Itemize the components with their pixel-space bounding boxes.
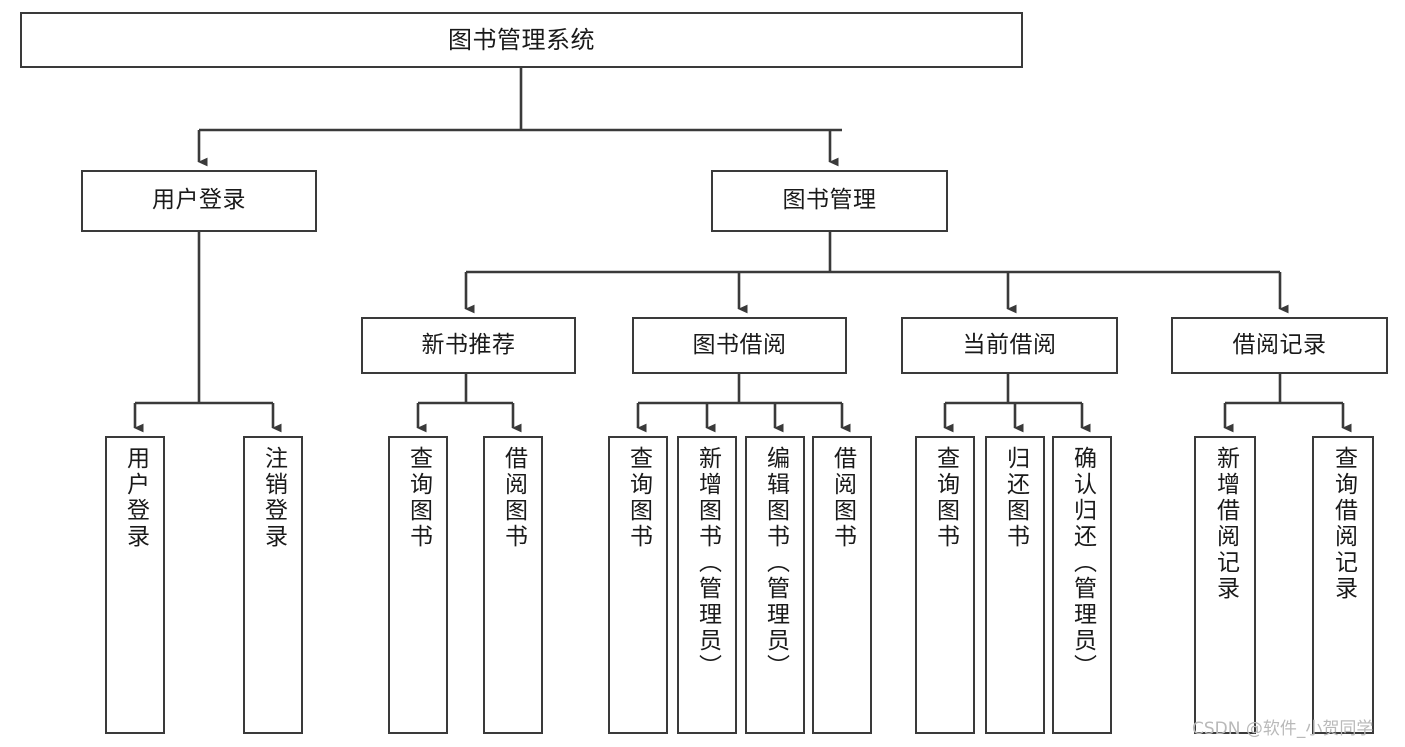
node-label: 新书推荐: [421, 331, 516, 358]
node-label: 查询图书: [625, 446, 652, 550]
node-root-system[interactable]: 图书管理系统: [20, 12, 1023, 68]
leaf-add-borrow-record[interactable]: 新增借阅记录: [1194, 436, 1256, 734]
node-label: 借阅图书: [829, 446, 856, 550]
node-label: 查询图书: [932, 446, 959, 550]
node-borrow-record[interactable]: 借阅记录: [1171, 317, 1388, 374]
node-current-borrow[interactable]: 当前借阅: [901, 317, 1118, 374]
node-new-book-recommend[interactable]: 新书推荐: [361, 317, 576, 374]
node-label: 查询借阅记录: [1330, 446, 1357, 602]
leaf-confirm-return-admin[interactable]: 确认归还（管理员）: [1052, 436, 1112, 734]
leaf-borrow-book-newbook[interactable]: 借阅图书: [483, 436, 543, 734]
node-book-management[interactable]: 图书管理: [711, 170, 948, 232]
leaf-query-book-current[interactable]: 查询图书: [915, 436, 975, 734]
leaf-user-login[interactable]: 用户登录: [105, 436, 165, 734]
node-user-login[interactable]: 用户登录: [81, 170, 317, 232]
node-label: 归还图书: [1002, 446, 1029, 550]
leaf-borrow-book[interactable]: 借阅图书: [812, 436, 872, 734]
node-label: 查询图书: [405, 446, 432, 550]
node-label: 图书管理系统: [448, 25, 595, 54]
node-label: 图书管理: [782, 187, 877, 214]
leaf-edit-book-admin[interactable]: 编辑图书（管理员）: [745, 436, 805, 734]
node-label: 确认归还（管理员）: [1069, 446, 1096, 680]
leaf-add-book-admin[interactable]: 新增图书（管理员）: [677, 436, 737, 734]
leaf-return-book[interactable]: 归还图书: [985, 436, 1045, 734]
node-label: 用户登录: [152, 187, 246, 214]
node-label: 注销登录: [260, 446, 287, 550]
leaf-query-borrow-record[interactable]: 查询借阅记录: [1312, 436, 1374, 734]
node-book-borrow[interactable]: 图书借阅: [632, 317, 847, 374]
leaf-query-book-newbook[interactable]: 查询图书: [388, 436, 448, 734]
node-label: 用户登录: [122, 446, 149, 550]
node-label: 借阅图书: [500, 446, 527, 550]
leaf-query-book-borrow[interactable]: 查询图书: [608, 436, 668, 734]
node-label: 编辑图书（管理员）: [762, 446, 789, 680]
node-label: 借阅记录: [1232, 331, 1327, 358]
node-label: 当前借阅: [962, 331, 1057, 358]
node-label: 新增借阅记录: [1212, 446, 1239, 602]
csdn-watermark: CSDN @软件_小贺同学: [1192, 719, 1374, 739]
leaf-logout-login[interactable]: 注销登录: [243, 436, 303, 734]
node-label: 新增图书（管理员）: [694, 446, 721, 680]
node-label: 图书借阅: [692, 331, 787, 358]
